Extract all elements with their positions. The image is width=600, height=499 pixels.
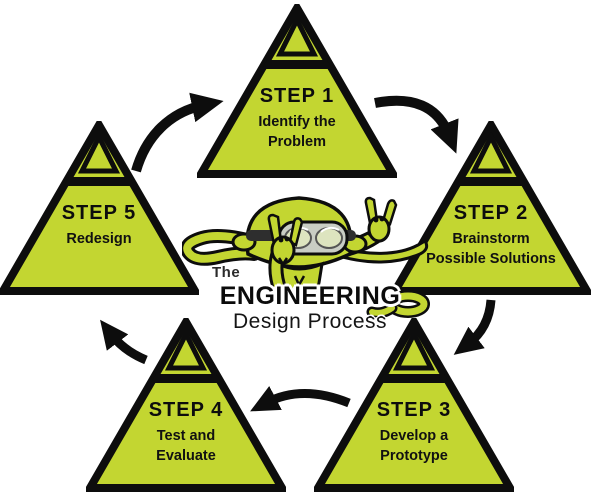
- step-1-description: Identify the Problem: [197, 113, 397, 152]
- step-3-label: STEP 3: [376, 399, 452, 421]
- logo: The ENGINEERING Design Process: [182, 192, 438, 344]
- step-desc-line: Redesign: [66, 231, 132, 247]
- step-desc-line: Possible Solutions: [426, 250, 556, 267]
- step-2-description: Brainstorm Possible Solutions: [391, 230, 591, 269]
- step-desc-line: Test and: [156, 428, 216, 444]
- step-5-triangle: STEP 5 Redesign: [0, 121, 199, 295]
- step-2-label: STEP 2: [453, 202, 529, 224]
- step-1-label: STEP 1: [259, 85, 335, 107]
- step-4-label: STEP 4: [148, 399, 224, 421]
- step-4-description: Test and Evaluate: [86, 427, 286, 466]
- step-desc-line: Evaluate: [156, 447, 216, 464]
- logo-title: ENGINEERING: [219, 282, 401, 310]
- step-3-description: Develop a Prototype: [314, 427, 514, 466]
- logo-subtitle: Design Process: [232, 310, 388, 333]
- step-desc-line: Develop a: [379, 428, 449, 444]
- step-desc-line: Problem: [267, 133, 326, 150]
- step-2-triangle: STEP 2 Brainstorm Possible Solutions: [391, 121, 591, 295]
- logo-prefix: The: [212, 264, 241, 281]
- step-4-triangle: STEP 4 Test and Evaluate: [86, 318, 286, 492]
- step-desc-line: Prototype: [380, 447, 448, 464]
- step-5-label: STEP 5: [61, 202, 137, 224]
- step-desc-line: Identify the: [258, 114, 336, 130]
- octopus-with-goggles-icon: [182, 196, 430, 319]
- step-3-triangle: STEP 3 Develop a Prototype: [314, 318, 514, 492]
- step-desc-line: Brainstorm: [452, 231, 530, 247]
- step-5-description: Redesign: [0, 230, 199, 250]
- step-1-triangle: STEP 1 Identify the Problem: [197, 4, 397, 178]
